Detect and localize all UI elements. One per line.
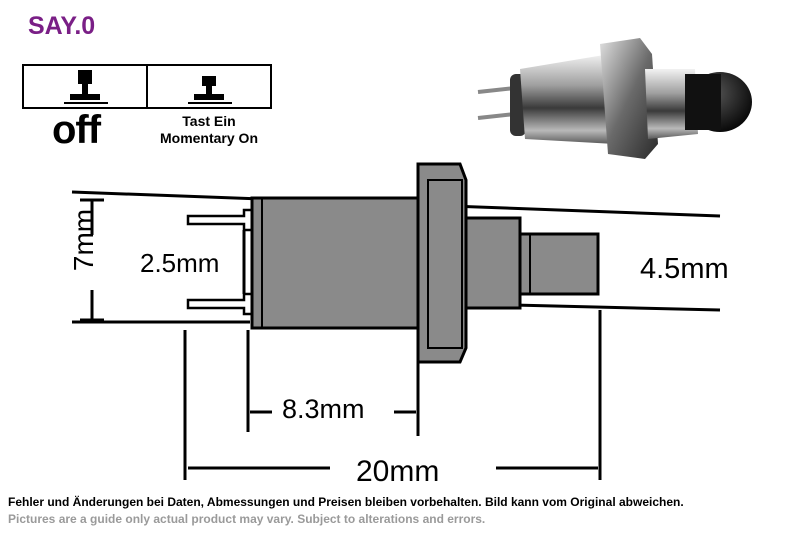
state-on-label: Tast Ein Momentary On — [148, 113, 270, 147]
state-on-label-line1: Tast Ein — [182, 113, 236, 129]
switch-body — [250, 196, 424, 330]
disclaimer-german: Fehler und Änderungen bei Daten, Abmessu… — [8, 495, 684, 509]
switch-state-table — [22, 64, 272, 109]
total-length-dimension: 20mm — [356, 455, 440, 488]
model-code: SAY.0 — [28, 12, 96, 40]
dimension-drawing — [71, 162, 721, 480]
button-released-icon — [64, 70, 108, 104]
state-off-label: off — [52, 108, 101, 152]
button-pressed-icon — [188, 76, 232, 104]
plunger — [518, 232, 600, 296]
state-off-cell — [24, 66, 146, 107]
threaded-bushing — [464, 216, 522, 310]
state-on-label-line2: Momentary On — [159, 130, 258, 146]
plunger-diameter-dimension: 4.5mm — [640, 253, 729, 285]
height-dimension: 7mm — [68, 208, 99, 272]
terminal-spacing-dimension: 2.5mm — [140, 248, 220, 278]
disclaimer-english: Pictures are a guide only actual product… — [8, 512, 486, 526]
product-photo — [477, 38, 752, 159]
body-length-dimension: 8.3mm — [282, 394, 365, 424]
state-on-cell — [146, 66, 270, 107]
dimension-lines — [183, 310, 602, 480]
